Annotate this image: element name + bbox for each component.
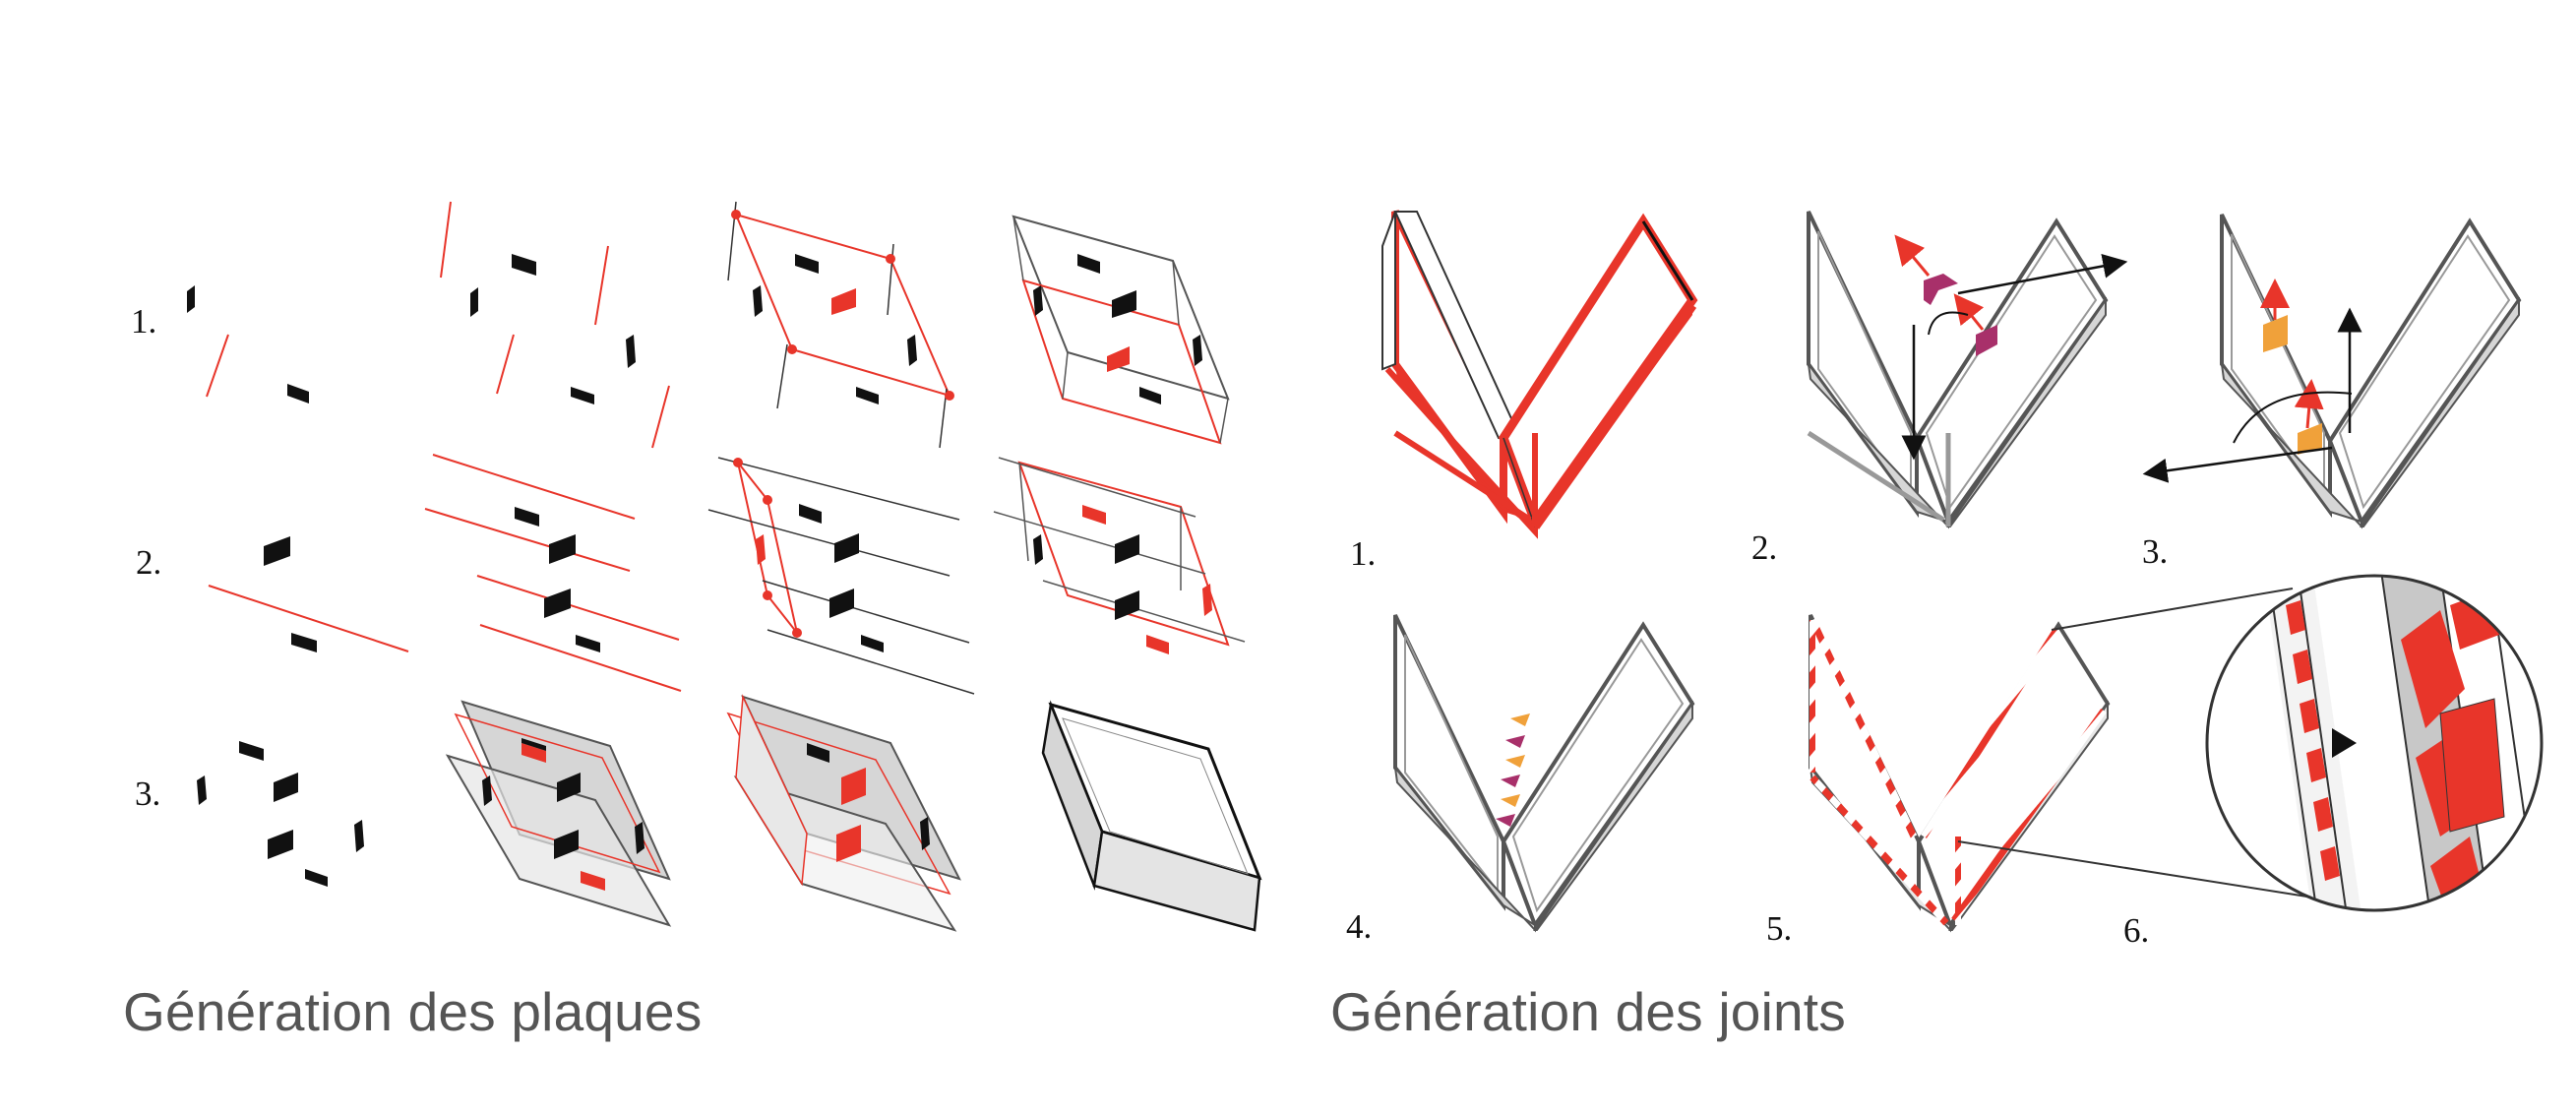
joint-figure-2: [1807, 211, 2128, 529]
plate-row-1-col-4: [1012, 215, 1230, 445]
plate-row-1-col-3: [727, 201, 954, 449]
joint-figure-1: [1381, 210, 1698, 539]
plate-step-1: 1.: [131, 302, 156, 341]
joint-step-2: 2.: [1751, 528, 1777, 567]
joint-figure-3: [2142, 214, 2522, 529]
joint-step-1: 1.: [1350, 534, 1376, 573]
joint-step-3: 3.: [2142, 532, 2168, 571]
plate-row-3-col-3: [726, 694, 961, 932]
joint-step-4: 4.: [1346, 907, 1372, 946]
plate-row-2-col-1: [208, 536, 409, 652]
plate-row-1-col-2: [440, 201, 670, 449]
joint-step-5: 5.: [1766, 909, 1792, 948]
plate-row-2-col-2: [424, 454, 682, 692]
plate-step-2: 2.: [136, 543, 161, 582]
caption-joints: Génération des joints: [1330, 981, 1846, 1042]
plate-row-3-col-2: [445, 700, 672, 927]
joint-figure-6-detail: [2205, 574, 2544, 912]
joint-step-6: 6.: [2123, 911, 2149, 950]
plates-step-labels: 1. 2. 3.: [131, 302, 161, 813]
caption-plates: Génération des plaques: [123, 981, 703, 1042]
plate-row-3-col-4: [1041, 700, 1262, 932]
magnifier-leader-lines: [1957, 588, 2333, 901]
plate-row-1-col-1: [187, 285, 309, 403]
plate-row-2-col-3: [707, 457, 975, 695]
joint-figure-4: [1393, 614, 1695, 933]
plate-step-3: 3.: [135, 775, 160, 813]
joint-figure-5: [1809, 614, 2111, 933]
joint-step-labels: 1. 2. 3. 4. 5. 6.: [1346, 528, 2168, 950]
plate-row-2-col-4: [993, 457, 1246, 654]
plate-row-3-col-1: [197, 741, 364, 887]
